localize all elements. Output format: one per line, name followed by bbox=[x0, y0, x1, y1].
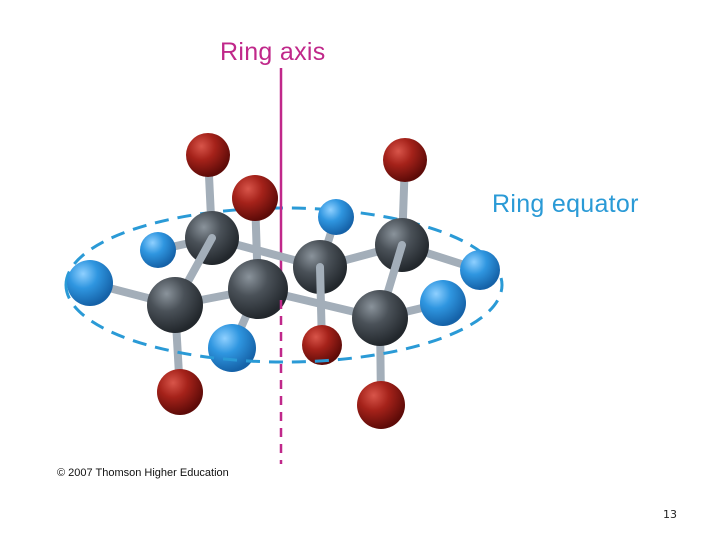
oxygen-atom bbox=[383, 138, 427, 182]
oxygen-atom bbox=[357, 381, 405, 429]
hydrogen-atom bbox=[318, 199, 354, 235]
carbon-atom bbox=[352, 290, 408, 346]
atoms-front bbox=[67, 259, 466, 429]
ring-equator-label: Ring equator bbox=[492, 190, 639, 218]
ring-equator-back bbox=[64, 206, 504, 286]
hydrogen-atom bbox=[67, 260, 113, 306]
page-number: 13 bbox=[663, 508, 677, 521]
copyright-text: © 2007 Thomson Higher Education bbox=[57, 467, 229, 479]
oxygen-atom bbox=[232, 175, 278, 221]
hydrogen-atom bbox=[460, 250, 500, 290]
oxygen-atom bbox=[186, 133, 230, 177]
ring-axis-label: Ring axis bbox=[220, 38, 326, 66]
carbon-atom bbox=[147, 277, 203, 333]
oxygen-atom bbox=[157, 369, 203, 415]
hydrogen-atom bbox=[208, 324, 256, 372]
hydrogen-atom bbox=[420, 280, 466, 326]
hydrogen-atom bbox=[140, 232, 176, 268]
ring-equator-front bbox=[64, 284, 504, 364]
oxygen-atom bbox=[302, 325, 342, 365]
carbon-atom bbox=[228, 259, 288, 319]
